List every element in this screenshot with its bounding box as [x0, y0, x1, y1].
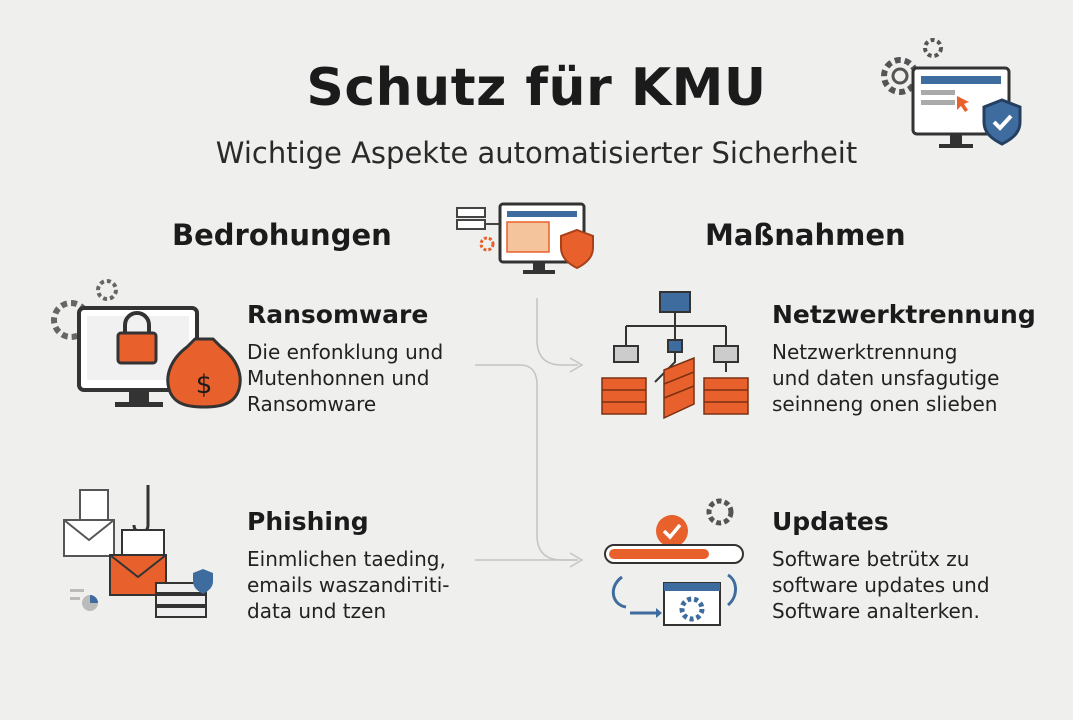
threat-line: Einmlichen taeding,: [247, 547, 446, 571]
threat-line: Ransomware: [247, 392, 377, 416]
measure-title: Netzwerktrennung: [772, 300, 1036, 329]
server-computer-shield-icon: [456, 202, 594, 274]
measure-line: und daten unsfagutige: [772, 366, 1000, 390]
page-subtitle: Wichtige Aspekte automatisierter Sicherh…: [215, 136, 858, 170]
threat-title: Phishing: [247, 507, 369, 536]
measure-line: Software analterken.: [772, 599, 980, 623]
measure-updates: Updates Software betrütx zu software upd…: [772, 507, 990, 624]
secure-computer-gear-icon: [881, 38, 1022, 148]
threats-heading: Bedrohungen: [172, 218, 392, 252]
measure-network-separation: Netzwerktrennung Netzwerktrennung und da…: [772, 300, 1036, 417]
ransomware-computer-lock-icon: $: [51, 279, 242, 409]
software-update-icon: [604, 498, 744, 626]
threat-line: Die enfonklung und: [247, 340, 444, 364]
threat-line: emails waszandiтiti-: [247, 573, 450, 597]
page-title: Schutz für KMU: [306, 58, 767, 118]
measure-line: Netzwerktrennung: [772, 340, 958, 364]
network-firewall-icon: [601, 291, 749, 420]
threat-ransomware: Ransomware Die enfonklung und Mutenhonne…: [247, 300, 443, 417]
phishing-email-hook-icon: [63, 485, 213, 618]
measures-heading: Maßnahmen: [705, 218, 906, 252]
measure-title: Updates: [772, 507, 889, 536]
threat-phishing: Phishing Einmlichen taeding, emails wasz…: [247, 507, 449, 624]
measure-line: seinneng onen slieben: [772, 392, 998, 416]
threat-title: Ransomware: [247, 300, 429, 329]
threat-line: Mutenhonnen und: [247, 366, 430, 390]
threat-line: data und tzen: [247, 599, 387, 623]
measure-line: software updates und: [772, 573, 990, 597]
svg-text:$: $: [196, 370, 213, 400]
measure-line: Software betrütx zu: [772, 547, 970, 571]
